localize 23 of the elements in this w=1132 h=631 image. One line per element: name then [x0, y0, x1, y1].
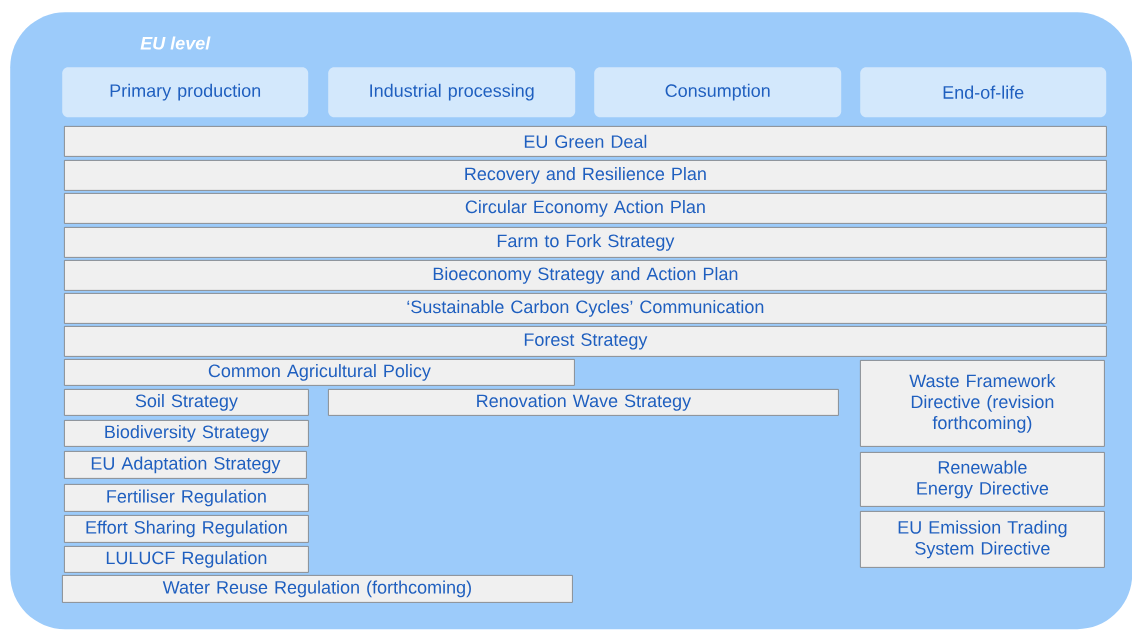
policy-box: Recovery and Resilience Plan — [64, 160, 1107, 191]
policy-box: Bioeconomy Strategy and Action Plan — [64, 260, 1107, 291]
policy-box: Forest Strategy — [64, 326, 1107, 357]
policy-box: Biodiversity Strategy — [64, 420, 309, 447]
stage-box: Industrial processing — [328, 67, 576, 118]
policy-box: Circular Economy Action Plan — [64, 193, 1107, 224]
policy-box: Water Reuse Regulation (forthcoming) — [62, 575, 573, 603]
policy-box: Soil Strategy — [64, 389, 309, 416]
policy-box: Waste Framework Directive (revision forthcoming) — [860, 360, 1105, 447]
policy-box: EU Emission Trading System Directive — [860, 511, 1105, 568]
policy-box: Renewable Energy Directive — [860, 452, 1105, 507]
policy-box: Common Agricultural Policy — [64, 359, 575, 386]
policy-box: Fertiliser Regulation — [64, 484, 309, 512]
policy-box: Effort Sharing Regulation — [64, 515, 309, 543]
policy-box: Renovation Wave Strategy — [328, 389, 839, 416]
stage-box: Consumption — [594, 67, 842, 118]
policy-box: ‘Sustainable Carbon Cycles’ Communication — [64, 293, 1107, 324]
policy-box: Farm to Fork Strategy — [64, 227, 1107, 258]
stage-box: End-of-life — [860, 67, 1107, 118]
policy-box: EU Adaptation Strategy — [64, 451, 307, 479]
policy-box: EU Green Deal — [64, 126, 1107, 157]
stage-box: Primary production — [62, 67, 309, 118]
policy-box: LULUCF Regulation — [64, 546, 309, 573]
